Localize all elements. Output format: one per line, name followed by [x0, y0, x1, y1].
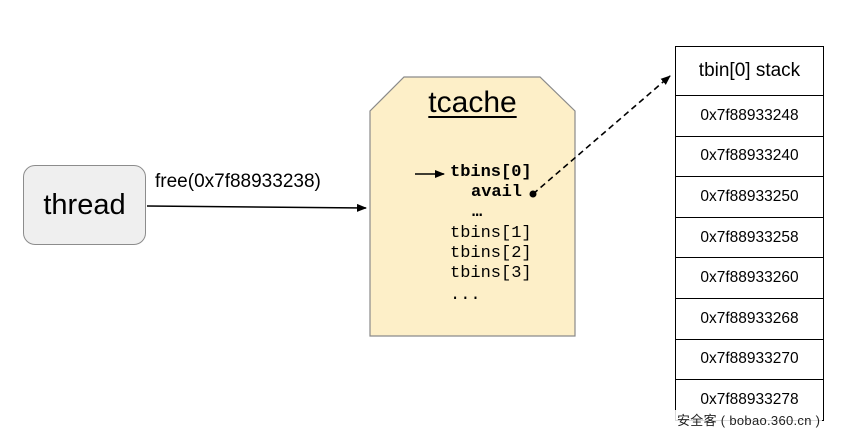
tcache-box — [369, 76, 576, 337]
avail-to-stack-arrow — [532, 75, 671, 195]
stack-entry: 0x7f88933258 — [676, 218, 823, 259]
tbins0-label: tbins[0] — [450, 163, 532, 182]
watermark: 安全客 ( bobao.360.cn ) — [675, 410, 823, 429]
stack-entry: 0x7f88933240 — [676, 137, 823, 178]
inner-ellipsis: … — [472, 203, 483, 222]
tcache-title: tcache — [370, 86, 575, 120]
thread-node: thread — [23, 165, 146, 245]
stack-entry: 0x7f88933250 — [676, 177, 823, 218]
stack-entry: 0x7f88933248 — [676, 96, 823, 137]
trailing-ellipsis: ... — [450, 286, 481, 305]
tbin0-stack: tbin[0] stack 0x7f88933248 0x7f88933240 … — [675, 46, 824, 421]
stack-entry: 0x7f88933268 — [676, 299, 823, 340]
free-call-arrow — [146, 203, 367, 212]
stack-entry: 0x7f88933270 — [676, 340, 823, 381]
stack-entry: 0x7f88933260 — [676, 258, 823, 299]
avail-label: avail — [471, 183, 523, 202]
stack-header: tbin[0] stack — [676, 47, 823, 96]
free-call-label: free(0x7f88933238) — [155, 171, 321, 192]
tbins3-label: tbins[3] — [450, 264, 532, 283]
thread-label: thread — [43, 188, 126, 221]
tcache-title-text: tcache — [428, 86, 517, 119]
tbins2-label: tbins[2] — [450, 244, 532, 263]
tbins1-label: tbins[1] — [450, 224, 532, 243]
